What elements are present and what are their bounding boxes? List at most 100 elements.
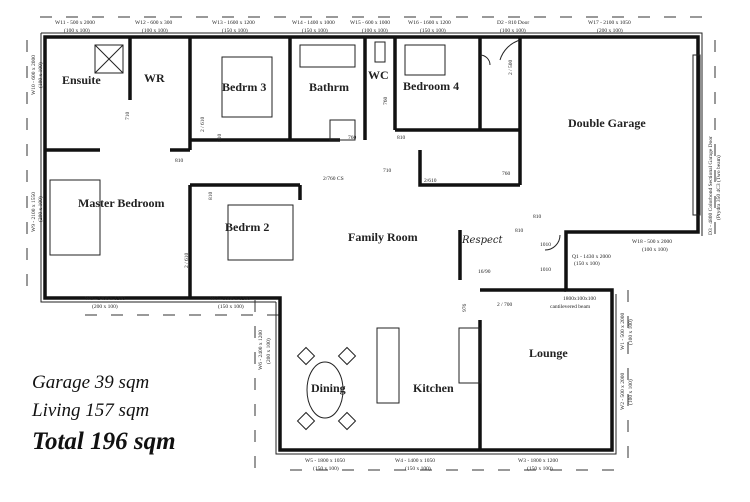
door-size: 16/90 (478, 269, 491, 275)
beam-note: cantilevered beam (550, 304, 591, 310)
door-size: 2 / 610 (200, 116, 206, 132)
handwritten-annotation: Respect (461, 235, 503, 246)
window-label: W5 - 1800 x 1050 (305, 458, 345, 464)
toilet (374, 41, 386, 63)
window-size: (150 x 100) (218, 303, 244, 310)
window-size: (150 x 100) (302, 27, 328, 34)
garage-area: Garage 39 sqm (32, 372, 150, 393)
window-label: W17 - 2100 x 1050 (588, 20, 631, 26)
window-size: (200 x 100) (265, 338, 272, 364)
kitchen-island (376, 327, 400, 404)
door-labels: 710 2 / 610 810 810 760 760 810 810 2/76… (125, 59, 551, 312)
door-size: 760 (502, 171, 511, 177)
window-label: W2 - 500 x 2000 (620, 372, 626, 410)
door-size: 1010 (540, 267, 551, 273)
room-wc: WC (368, 68, 389, 82)
door-size: 2 / 500 (508, 59, 514, 75)
window-label: W15 - 600 x 1000 (350, 20, 390, 26)
window-label: W7 - 1600 x 1200 (210, 296, 250, 302)
door-size: 2 / 700 (497, 302, 513, 308)
window-label: W12 - 600 x 300 (135, 20, 173, 26)
dining-chair (296, 346, 316, 366)
window-label: W6 - 2400 x 1200 (258, 330, 264, 370)
window-label: W8 - 2400 x 1200 (85, 296, 125, 302)
garage-door (692, 54, 701, 216)
dimension-lines (26, 16, 716, 471)
door-size: 810 (175, 158, 184, 164)
door-size: 710 (125, 112, 131, 121)
total-area: Total 196 sqm (32, 428, 176, 455)
garage-door-note: (Prydra 350 4C3 (Two beam) (715, 155, 722, 220)
door-size: 2 / 610 (184, 252, 190, 268)
room-garage: Double Garage (568, 116, 646, 130)
shower-cross (94, 44, 124, 74)
living-area: Living 157 sqm (32, 400, 150, 421)
window-size: (150 x 100) (420, 27, 446, 34)
room-wr: WR (144, 71, 165, 85)
window-labels: W11 - 500 x 2000(100 x 100) W12 - 600 x … (31, 20, 722, 472)
beam-label: 1800x100x100 (563, 296, 596, 302)
window-size: (100 x 100) (37, 62, 44, 88)
outer-walls (43, 35, 700, 452)
door-size: 760 (383, 97, 389, 106)
room-kitchen: Kitchen (413, 381, 454, 395)
garage-door-label: D3 - 4800 Colorbond Sectional Garage Doo… (708, 136, 714, 235)
window-size: (100 x 100) (627, 319, 634, 345)
dining-table (306, 361, 344, 419)
window-size: (100 x 100) (627, 379, 634, 405)
door-size: 976 (462, 304, 468, 313)
interior-walls (45, 37, 566, 450)
window-size: (150 x 100) (222, 27, 248, 34)
window-size: (100 x 100) (362, 27, 388, 34)
bed (49, 179, 101, 256)
bed (221, 56, 273, 118)
window-size: (150 x 100) (313, 465, 339, 472)
room-master-bedroom: Master Bedroom (78, 196, 165, 210)
room-bathrm: Bathrm (309, 80, 349, 94)
window-size: (100 x 100) (642, 246, 668, 253)
door-size: 810 (208, 192, 214, 201)
bathtub (299, 44, 356, 68)
room-bedroom4: Bedroom 4 (403, 79, 459, 93)
window-label: W3 - 1800 x 1200 (518, 458, 558, 464)
bed (227, 204, 294, 261)
window-size: (200 x 100) (92, 303, 118, 310)
door-size: 760 (348, 135, 357, 141)
window-size: (100 x 100) (64, 27, 90, 34)
door-size: 810 (533, 214, 542, 220)
room-family: Family Room (348, 230, 418, 244)
window-size: (150 x 100) (574, 260, 600, 267)
window-label: W9 - 2100 x 1550 (31, 192, 37, 232)
dining-chair (337, 346, 357, 366)
room-lounge: Lounge (529, 346, 568, 360)
door-size: 710 (383, 168, 392, 174)
window-label: W16 - 1600 x 1200 (408, 20, 451, 26)
door-size: (100 x 100) (500, 27, 526, 34)
window-label: W4 - 1400 x 1050 (395, 458, 435, 464)
window-size: (200 x 100) (597, 27, 623, 34)
window-label: W14 - 1400 x 1000 (292, 20, 335, 26)
window-size: (150 x 100) (527, 465, 553, 472)
window-label: W18 - 500 x 2000 (632, 239, 672, 245)
window-size: (100 x 100) (142, 27, 168, 34)
door-size: 810 (217, 134, 223, 143)
door-size: 810 (515, 228, 524, 234)
window-label: W11 - 500 x 2000 (55, 20, 95, 26)
shower (94, 44, 124, 74)
room-bedrm3: Bedrm 3 (222, 80, 266, 94)
window-size: (200 x 100) (37, 196, 44, 222)
window-size: (150 x 100) (405, 465, 431, 472)
dining-chair (296, 411, 316, 431)
outer-wall-line (40, 32, 703, 455)
door-size: 810 (397, 135, 406, 141)
dining-chair (337, 411, 357, 431)
kitchen-bench (458, 327, 481, 384)
window-label: W1 - 500 x 2000 (620, 312, 626, 350)
room-ensuite: Ensuite (62, 73, 101, 87)
window-label: W13 - 1600 x 1200 (212, 20, 255, 26)
bed (404, 44, 446, 76)
door-size: 2/610 (424, 178, 437, 184)
door-size: 2/760 CS (323, 176, 344, 182)
door-label: D2 - 810 Door (497, 20, 529, 26)
